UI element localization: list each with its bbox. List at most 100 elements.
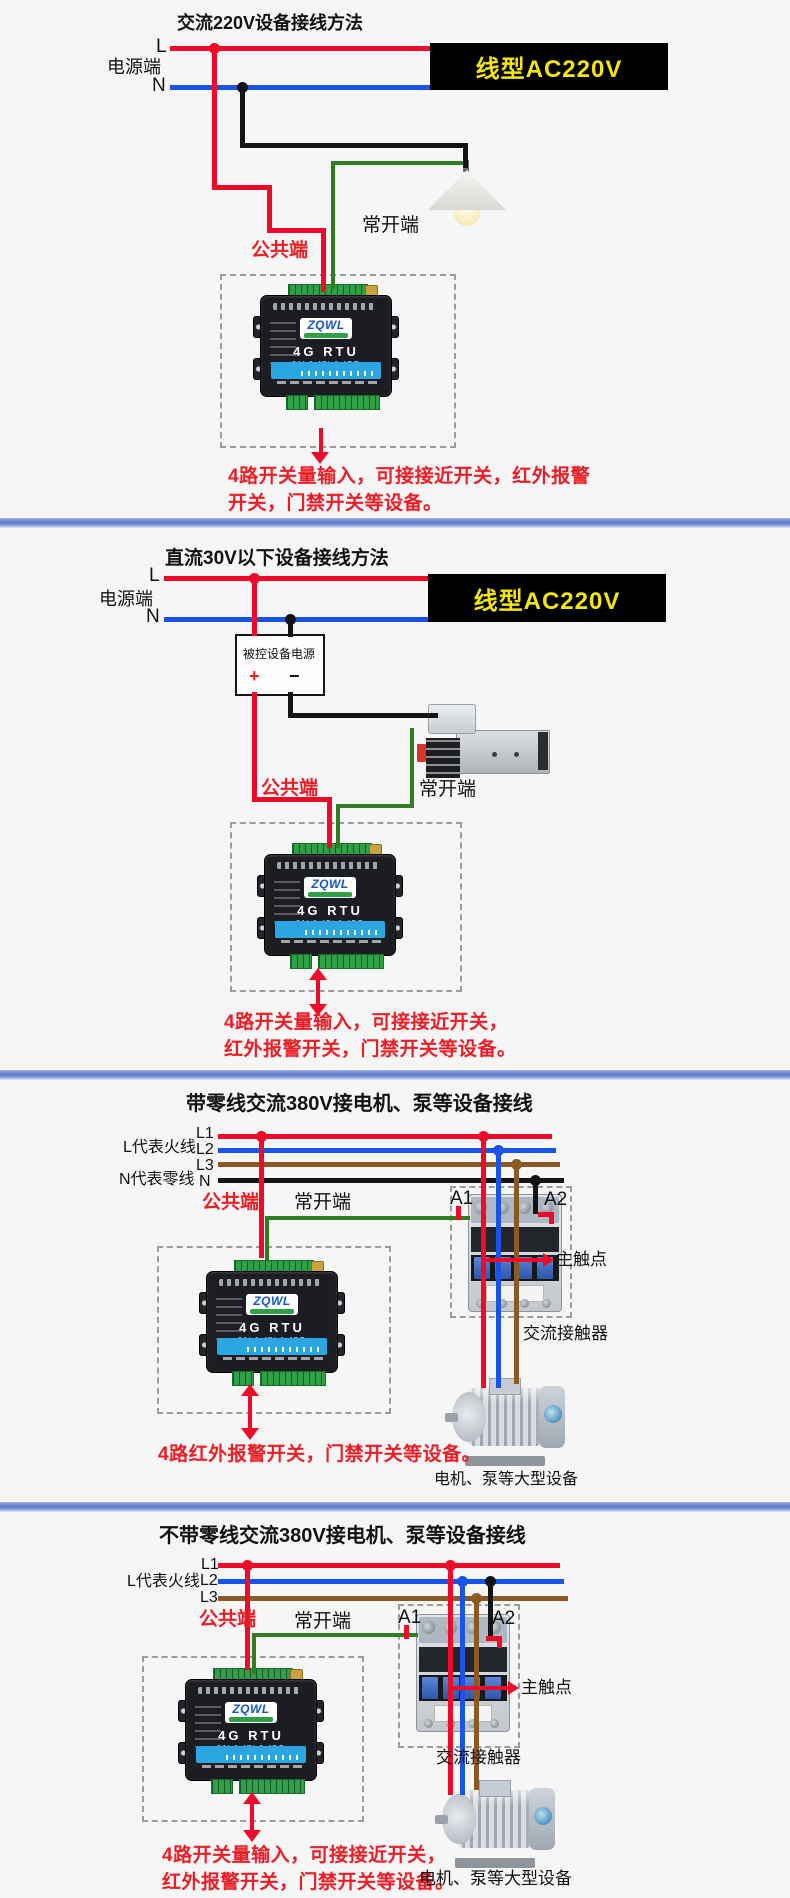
rtu-model-label: 4G RTU xyxy=(297,903,363,918)
motor-shaft xyxy=(435,1815,448,1824)
contactor-screw xyxy=(542,1299,551,1308)
rtu-led-indicators xyxy=(274,881,300,925)
rtu-logo-text: ZQWL xyxy=(232,1702,270,1716)
motor-fan-cover xyxy=(534,1807,552,1825)
section-divider xyxy=(0,1070,790,1080)
s4-note-line2: 红外报警开关，门禁开关等设备。 xyxy=(162,1872,455,1893)
s3-motor-label: 电机、泵等大型设备 xyxy=(434,1471,579,1488)
s1-common-wire xyxy=(267,185,272,233)
contactor-screw xyxy=(518,1201,531,1214)
s4-l2-bus xyxy=(218,1579,564,1584)
s3-l2-bus xyxy=(218,1148,556,1153)
rtu-top-terminal-block xyxy=(288,284,368,298)
s3-rtu-device: ZQWL 4G RTU 2AI & 4DI & 4DO xyxy=(199,1260,345,1386)
rtu-bottom-panel xyxy=(275,921,385,938)
s2-neutral-bus xyxy=(164,617,428,622)
s2-plus-wire xyxy=(252,576,257,636)
s2-open-contact-wire xyxy=(336,804,340,848)
s1-lamp-neutral-wire xyxy=(240,85,245,148)
solenoid-valve-connector xyxy=(428,704,476,734)
rtu-body: ZQWL 4G RTU 2AI & 4DI & 4DO xyxy=(260,295,392,397)
rtu-bottom-panel xyxy=(271,362,381,379)
s4-note-arrow-up-icon xyxy=(243,1792,261,1804)
s4-l3-bus xyxy=(218,1596,568,1601)
section1-line-l-label: L xyxy=(156,36,167,57)
s2-valve-minus-wire xyxy=(288,692,293,718)
rtu-spec-row xyxy=(223,1357,325,1360)
rtu-logo-text: ZQWL xyxy=(307,318,345,332)
s3-l2-label: L2 xyxy=(196,1141,214,1158)
rtu-logo-underline xyxy=(308,892,352,897)
s3-main-contact-arrow-icon xyxy=(543,1253,554,1267)
rtu-led-indicators xyxy=(195,1706,221,1750)
rtu-spec-row xyxy=(277,381,379,384)
s4-motor-label: 电机、泵等大型设备 xyxy=(419,1869,572,1888)
s4-main-contact-label: 主触点 xyxy=(521,1678,572,1697)
section3-title: 带零线交流380V接电机、泵等设备接线 xyxy=(186,1093,533,1115)
s2-open-contact-wire xyxy=(336,804,414,808)
rtu-model-label: 4G RTU xyxy=(239,1320,305,1335)
s4-note-arrow-shaft xyxy=(250,1802,254,1832)
rtu-bottom-terminal-large xyxy=(314,395,380,410)
motor-fan-cover xyxy=(544,1405,562,1423)
s4-a1-marker xyxy=(404,1625,409,1639)
s4-coil-wire xyxy=(488,1579,493,1640)
s2-note-arrow-shaft xyxy=(316,978,320,1006)
s2-common-wire xyxy=(327,797,332,848)
section4-title: 不带零线交流380V接电机、泵等设备接线 xyxy=(159,1525,526,1547)
rtu-top-terminal-block xyxy=(234,1260,314,1274)
rtu-terminal-screws xyxy=(198,1687,302,1694)
rtu-logo-underline xyxy=(250,1309,294,1314)
s1-live-junction-dot xyxy=(209,43,220,54)
section-divider xyxy=(0,1502,790,1512)
s2-line-type-badge: 线型AC220V xyxy=(428,574,666,622)
s3-legend-live: L代表火线 xyxy=(123,1139,196,1156)
s1-live-bus xyxy=(170,46,430,51)
lamp-shade xyxy=(428,170,506,210)
valve-port-dot xyxy=(514,752,519,757)
s4-open-label: 常开端 xyxy=(294,1611,352,1632)
s2-note-line1: 4路开关量输入，可接接近开关， xyxy=(224,1012,509,1033)
s4-l2-label: L2 xyxy=(200,1572,218,1589)
motor-shaft xyxy=(445,1413,458,1422)
s1-neutral-junction-dot xyxy=(237,82,248,93)
s3-note-arrow-shaft xyxy=(248,1394,252,1430)
s1-common-wire xyxy=(212,46,217,190)
s2-live-junction-dot xyxy=(249,573,260,584)
s4-main-contact-arrow-icon xyxy=(508,1681,519,1695)
plus-terminal-label: + xyxy=(249,666,260,686)
s4-open-contact-wire xyxy=(252,1633,256,1674)
rtu-spec-row xyxy=(202,1765,304,1768)
rtu-bottom-terminal-large xyxy=(239,1779,305,1794)
rtu-logo-text: ZQWL xyxy=(311,877,349,891)
s2-minus-wire xyxy=(288,617,293,637)
s1-common-label: 公共端 xyxy=(251,240,309,261)
s3-main-contact-line xyxy=(481,1258,543,1262)
s1-lamp-cord xyxy=(463,143,468,168)
rtu-body: ZQWL 4G RTU 2AI & 4DI & 4DO xyxy=(264,854,396,956)
s3-coil-junction-dot xyxy=(530,1175,541,1186)
rtu-bottom-terminal-small xyxy=(286,395,308,410)
s3-note-arrow-down-icon xyxy=(241,1428,259,1440)
s3-a2-marker xyxy=(538,1212,554,1217)
controlled-power-box: 被控设备电源 + − xyxy=(235,634,325,696)
s4-a2-marker xyxy=(497,1636,502,1648)
s4-note-line1: 4路开关量输入，可接接近开关， xyxy=(162,1845,447,1866)
s1-line-type-badge: 线型AC220V xyxy=(430,43,668,90)
s1-note-arrow-down-icon xyxy=(311,452,329,464)
solenoid-valve-coil xyxy=(422,732,464,784)
s1-rtu-device: ZQWL 4G RTU 2AI & 4DI & 4DO xyxy=(253,284,399,410)
s4-main-contact-line xyxy=(448,1686,508,1690)
s4-common-label: 公共端 xyxy=(199,1609,257,1630)
s1-open-label: 常开端 xyxy=(362,215,420,236)
s1-note-line1: 4路开关量输入，可接接近开关，红外报警 xyxy=(228,466,591,487)
motor-feet xyxy=(455,1858,535,1868)
s2-note-line2: 红外报警开关，门禁开关等设备。 xyxy=(224,1039,517,1060)
rtu-bottom-terminal-small xyxy=(290,954,312,969)
rtu-bottom-terminal-large xyxy=(260,1371,326,1386)
s4-note-arrow-down-icon xyxy=(243,1830,261,1842)
s4-a1-label: A1 xyxy=(398,1607,422,1628)
s3-note-line1: 4路红外报警开关，门禁开关等设备。 xyxy=(158,1444,482,1465)
section1-title: 交流220V设备接线方法 xyxy=(177,13,364,33)
s2-rtu-device: ZQWL 4G RTU 2AI & 4DI & 4DO xyxy=(257,843,403,969)
